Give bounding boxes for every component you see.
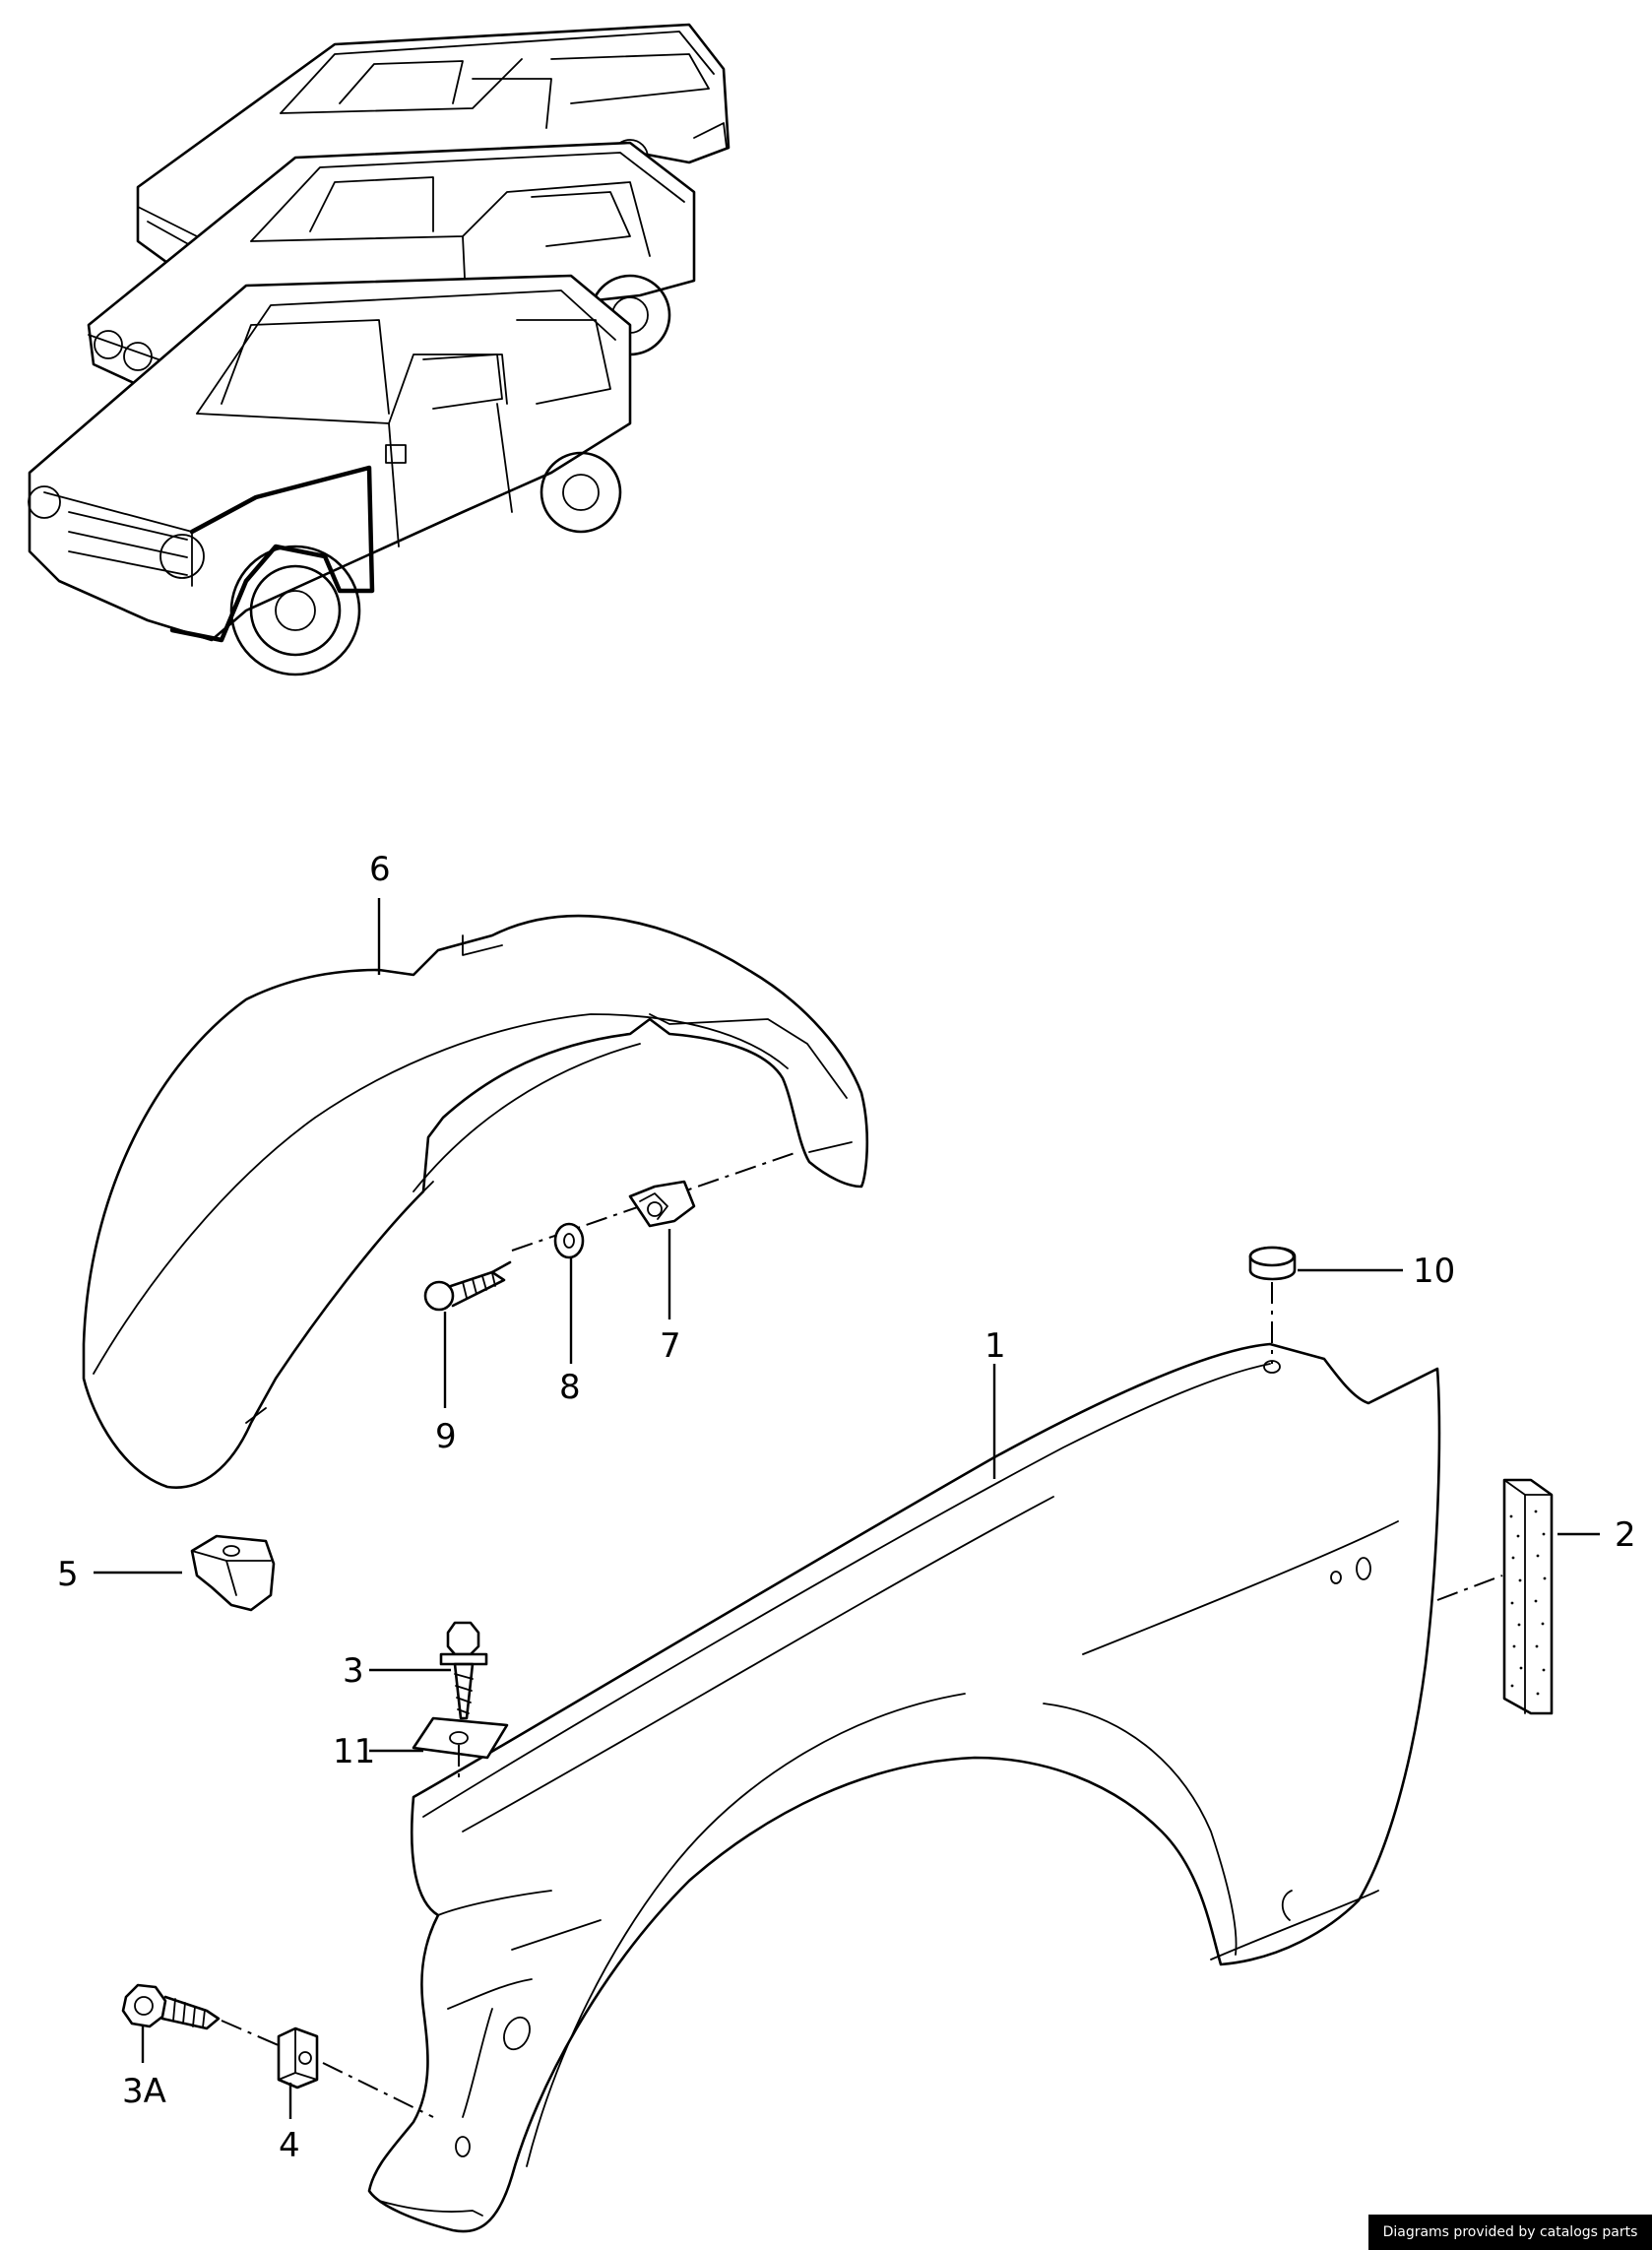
callout-3a: 3A [122,2072,166,2111]
seal-strip-texture [1509,1510,1547,1696]
callout-5: 5 [57,1555,79,1594]
part-11-plate [412,1716,509,1782]
callout-9: 9 [435,1417,457,1456]
vehicle-overview-illustration [28,23,731,676]
part-10-plug [1248,1246,1297,1364]
part-9-screw [423,1260,512,1312]
callout-2: 2 [1615,1515,1636,1555]
callout-11: 11 [333,1732,375,1771]
part-2-seal-strip [1436,1478,1554,1715]
callout-6: 6 [369,850,391,889]
part-8-washer [553,1222,585,1259]
highlighted-car-outline [28,274,632,676]
part-3a-bolt [121,1983,221,2030]
callout-10: 10 [1413,1252,1455,1291]
part-1-front-fender [367,1342,1441,2233]
callout-8: 8 [559,1368,581,1407]
part-5-clip-nut [190,1534,276,1612]
part-3-bolt [439,1621,488,1720]
callout-4: 4 [279,2126,300,2165]
part-4-nut [277,2026,319,2089]
callout-1: 1 [985,1326,1006,1366]
callout-labels: 1 2 3 3A 4 5 6 7 8 9 10 11 [57,850,1636,2165]
credit-banner: Diagrams provided by catalogs parts [1368,2215,1652,2250]
callout-leaders [94,898,1600,2119]
part-7-clip [628,1180,696,1228]
liner-fasteners [423,1151,798,1312]
callout-7: 7 [660,1326,681,1366]
callout-3: 3 [343,1651,364,1691]
part-6-wheel-housing-liner [82,914,869,1489]
